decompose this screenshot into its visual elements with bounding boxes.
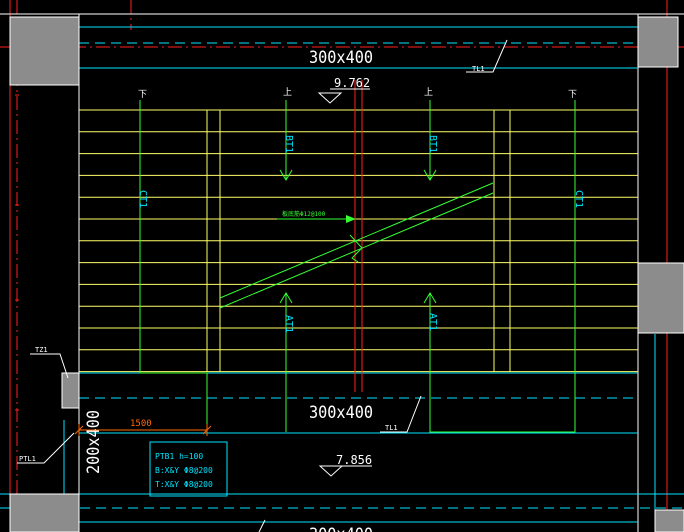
arrow-label-down-1: 下 (138, 90, 147, 100)
arrow-label-up-1: 上 (283, 87, 292, 98)
stair-label-bt1-left: BT1 (283, 135, 294, 153)
label-tl1-mid: TL1 (385, 424, 398, 432)
label-tl1-top: TL1 (472, 65, 485, 73)
label-ptl1: PTL1 (19, 455, 36, 463)
beam-label-top: 300x400 (309, 48, 373, 68)
leader-tl1-mid (380, 395, 422, 433)
elevation-mark-bottom (318, 465, 344, 477)
stair-stringers (206, 110, 511, 372)
column-tz1 (61, 372, 80, 409)
break-line (219, 182, 494, 309)
arrow-label-up-2: 上 (424, 87, 433, 98)
elevation-mark-top (317, 92, 343, 104)
beam-label-bottom: 300x400 (309, 525, 373, 532)
leader-bottom (258, 519, 266, 532)
arrow-label-down-2: 下 (568, 90, 577, 100)
dimension-label: 1500 (130, 419, 152, 429)
stair-treads (79, 109, 638, 373)
beam-label-mid: 300x400 (309, 403, 373, 423)
stair-arrows (139, 100, 576, 433)
stair-label-at1-right: AT1 (427, 313, 438, 331)
ptb1-box (149, 441, 228, 497)
leader-ptl1 (17, 432, 75, 464)
stair-label-bt1-right: BT1 (427, 135, 438, 153)
ptb1-line3: T:X&Y Φ8@200 (155, 480, 213, 489)
stair-label-ct1-left: CT1 (137, 190, 148, 208)
column-right-mid (637, 262, 684, 334)
elevation-label-top: 9.762 (334, 76, 370, 90)
dimension-1500 (74, 424, 212, 436)
stair-label-at1-left: AT1 (283, 315, 294, 333)
rebar-note: 板底筋Φ12@100 (282, 210, 326, 218)
leader-tz1 (30, 353, 69, 379)
ptb1-line2: B:X&Y Φ8@200 (155, 466, 213, 475)
axis-ticks-left (15, 94, 19, 411)
column-top-right (637, 16, 679, 68)
leader-tl1-top (466, 39, 508, 73)
label-tz1: TZ1 (35, 346, 48, 354)
ptb1-line1: PTB1 h=100 (155, 452, 203, 461)
elevation-label-bottom: 7.856 (336, 453, 372, 467)
beam-label-vertical: 200x400 (84, 410, 104, 474)
stair-label-ct1-right: CT1 (573, 190, 584, 208)
column-top-left (9, 16, 80, 86)
column-bottom-left (9, 493, 80, 532)
rebar-note-arrowhead (346, 215, 356, 223)
column-bottom-right (654, 509, 684, 532)
